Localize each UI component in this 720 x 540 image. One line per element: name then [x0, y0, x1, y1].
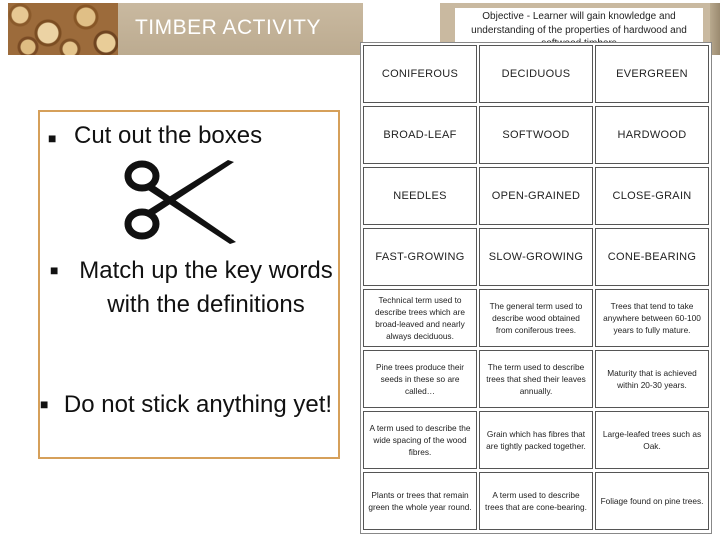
definition-card[interactable]: A term used to describe the wide spacing… — [363, 411, 477, 469]
keyword-card[interactable]: CLOSE-GRAIN — [595, 167, 709, 225]
keyword-card[interactable]: BROAD-LEAF — [363, 106, 477, 164]
keyword-card[interactable]: DECIDUOUS — [479, 45, 593, 103]
definition-card[interactable]: Trees that tend to take anywhere between… — [595, 289, 709, 347]
keyword-card[interactable]: SLOW-GROWING — [479, 228, 593, 286]
bullet-icon: ■ — [50, 262, 59, 278]
keyword-card[interactable]: NEEDLES — [363, 167, 477, 225]
card-grid: CONIFEROUS DECIDUOUS EVERGREEN BROAD-LEA… — [360, 42, 712, 534]
page-title: TIMBER ACTIVITY — [134, 16, 322, 39]
instruction-text: Do not stick anything yet! — [63, 391, 333, 418]
keyword-card[interactable]: SOFTWOOD — [479, 106, 593, 164]
instruction-text: Cut out the boxes — [74, 122, 263, 149]
definition-card[interactable]: Pine trees produce their seeds in these … — [363, 350, 477, 408]
keyword-card[interactable]: CONIFEROUS — [363, 45, 477, 103]
wood-logs-image — [8, 3, 118, 55]
definition-card[interactable]: A term used to describe trees that are c… — [479, 472, 593, 530]
definition-card[interactable]: Foliage found on pine trees. — [595, 472, 709, 530]
definition-card[interactable]: The term used to describe trees that she… — [479, 350, 593, 408]
bullet-icon: ■ — [48, 130, 57, 146]
header-edge — [710, 3, 720, 55]
scissors-icon — [124, 160, 236, 244]
instruction-text: Match up the key words with the definiti… — [79, 257, 333, 318]
keyword-card[interactable]: EVERGREEN — [595, 45, 709, 103]
definition-card[interactable]: Technical term used to describe trees wh… — [363, 289, 477, 347]
definition-card[interactable]: Grain which has fibres that are tightly … — [479, 411, 593, 469]
definition-card[interactable]: Maturity that is achieved within 20-30 y… — [595, 350, 709, 408]
bullet-icon: ■ — [40, 396, 49, 412]
keyword-card[interactable]: FAST-GROWING — [363, 228, 477, 286]
definition-card[interactable]: Plants or trees that remain green the wh… — [363, 472, 477, 530]
instruction-item: ■ Do not stick anything yet! — [40, 388, 340, 422]
instruction-item: ■ Match up the key words with the defini… — [50, 254, 340, 322]
keyword-card[interactable]: CONE-BEARING — [595, 228, 709, 286]
header-bar — [118, 3, 363, 55]
instructions-box: ■ Cut out the boxes ■ Match up the key w… — [38, 110, 340, 459]
keyword-card[interactable]: HARDWOOD — [595, 106, 709, 164]
definition-card[interactable]: Large-leafed trees such as Oak. — [595, 411, 709, 469]
definition-card[interactable]: The general term used to describe wood o… — [479, 289, 593, 347]
keyword-card[interactable]: OPEN-GRAINED — [479, 167, 593, 225]
